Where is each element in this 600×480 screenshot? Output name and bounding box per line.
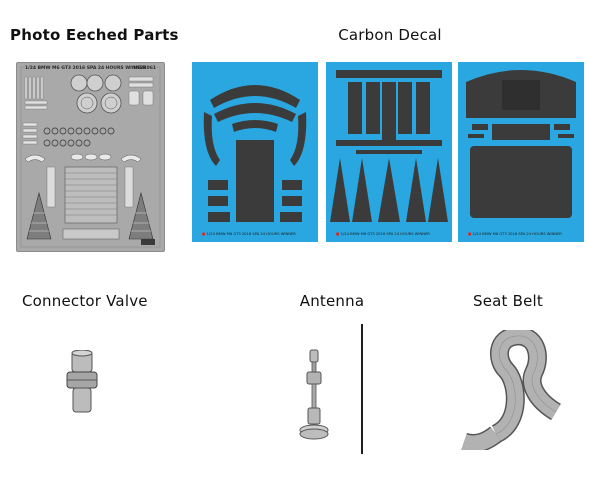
decal-caption-2: 1/24 BMW M6 GT3 2016 SPA 24 HOURS WINNER: [340, 232, 430, 236]
carbon-decal-sheet-1: ■ 1/24 BMW M6 GT3 2016 SPA 24 HOURS WINN…: [192, 62, 318, 242]
decal-caption-3: 1/24 BMW M6 GT3 2016 SPA 24 HOURS WINNER: [472, 232, 562, 236]
decal-artwork-3: [466, 70, 576, 218]
antenna-heading: Antenna: [299, 292, 365, 310]
carbon-decal-sheet-2: ■ 1/24 BMW M6 GT3 2016 SPA 24 HOURS WINN…: [326, 62, 452, 242]
antenna-icon: [299, 349, 329, 440]
photo-etched-sheet: 1/24 BMW M6 GT3 2016 SPA 24 HOURS WINNER…: [16, 62, 165, 252]
carbon-decal-heading: Carbon Decal: [338, 26, 442, 44]
antenna-wire: [361, 324, 363, 454]
connector-valve-heading: Connector Valve: [22, 292, 148, 310]
decal-artwork-1: [203, 85, 307, 222]
carbon-decal-sheet-3: ■ 1/24 BMW M6 GT3 2016 SPA 24 HOURS WINN…: [458, 62, 584, 242]
connector-valve-image: [64, 350, 100, 416]
decal-caption-1: 1/24 BMW M6 GT3 2016 SPA 24 HOURS WINNER: [206, 232, 296, 236]
seat-belt-heading: Seat Belt: [473, 292, 543, 310]
seat-belt-image: [456, 330, 564, 450]
antenna-image: [296, 348, 332, 440]
pe-sheet-artwork: [20, 66, 161, 248]
pe-sheet-title: 1/24 BMW M6 GT3 2016 SPA 24 HOURS WINNER: [25, 66, 146, 71]
pe-sheet-code: NE24061: [133, 66, 157, 71]
seat-belt-icon: [461, 330, 562, 450]
decal-artwork-2: [330, 70, 448, 222]
photo-etched-parts-heading: Photo Eeched Parts: [10, 26, 179, 44]
connector-valve-icon: [66, 350, 98, 413]
